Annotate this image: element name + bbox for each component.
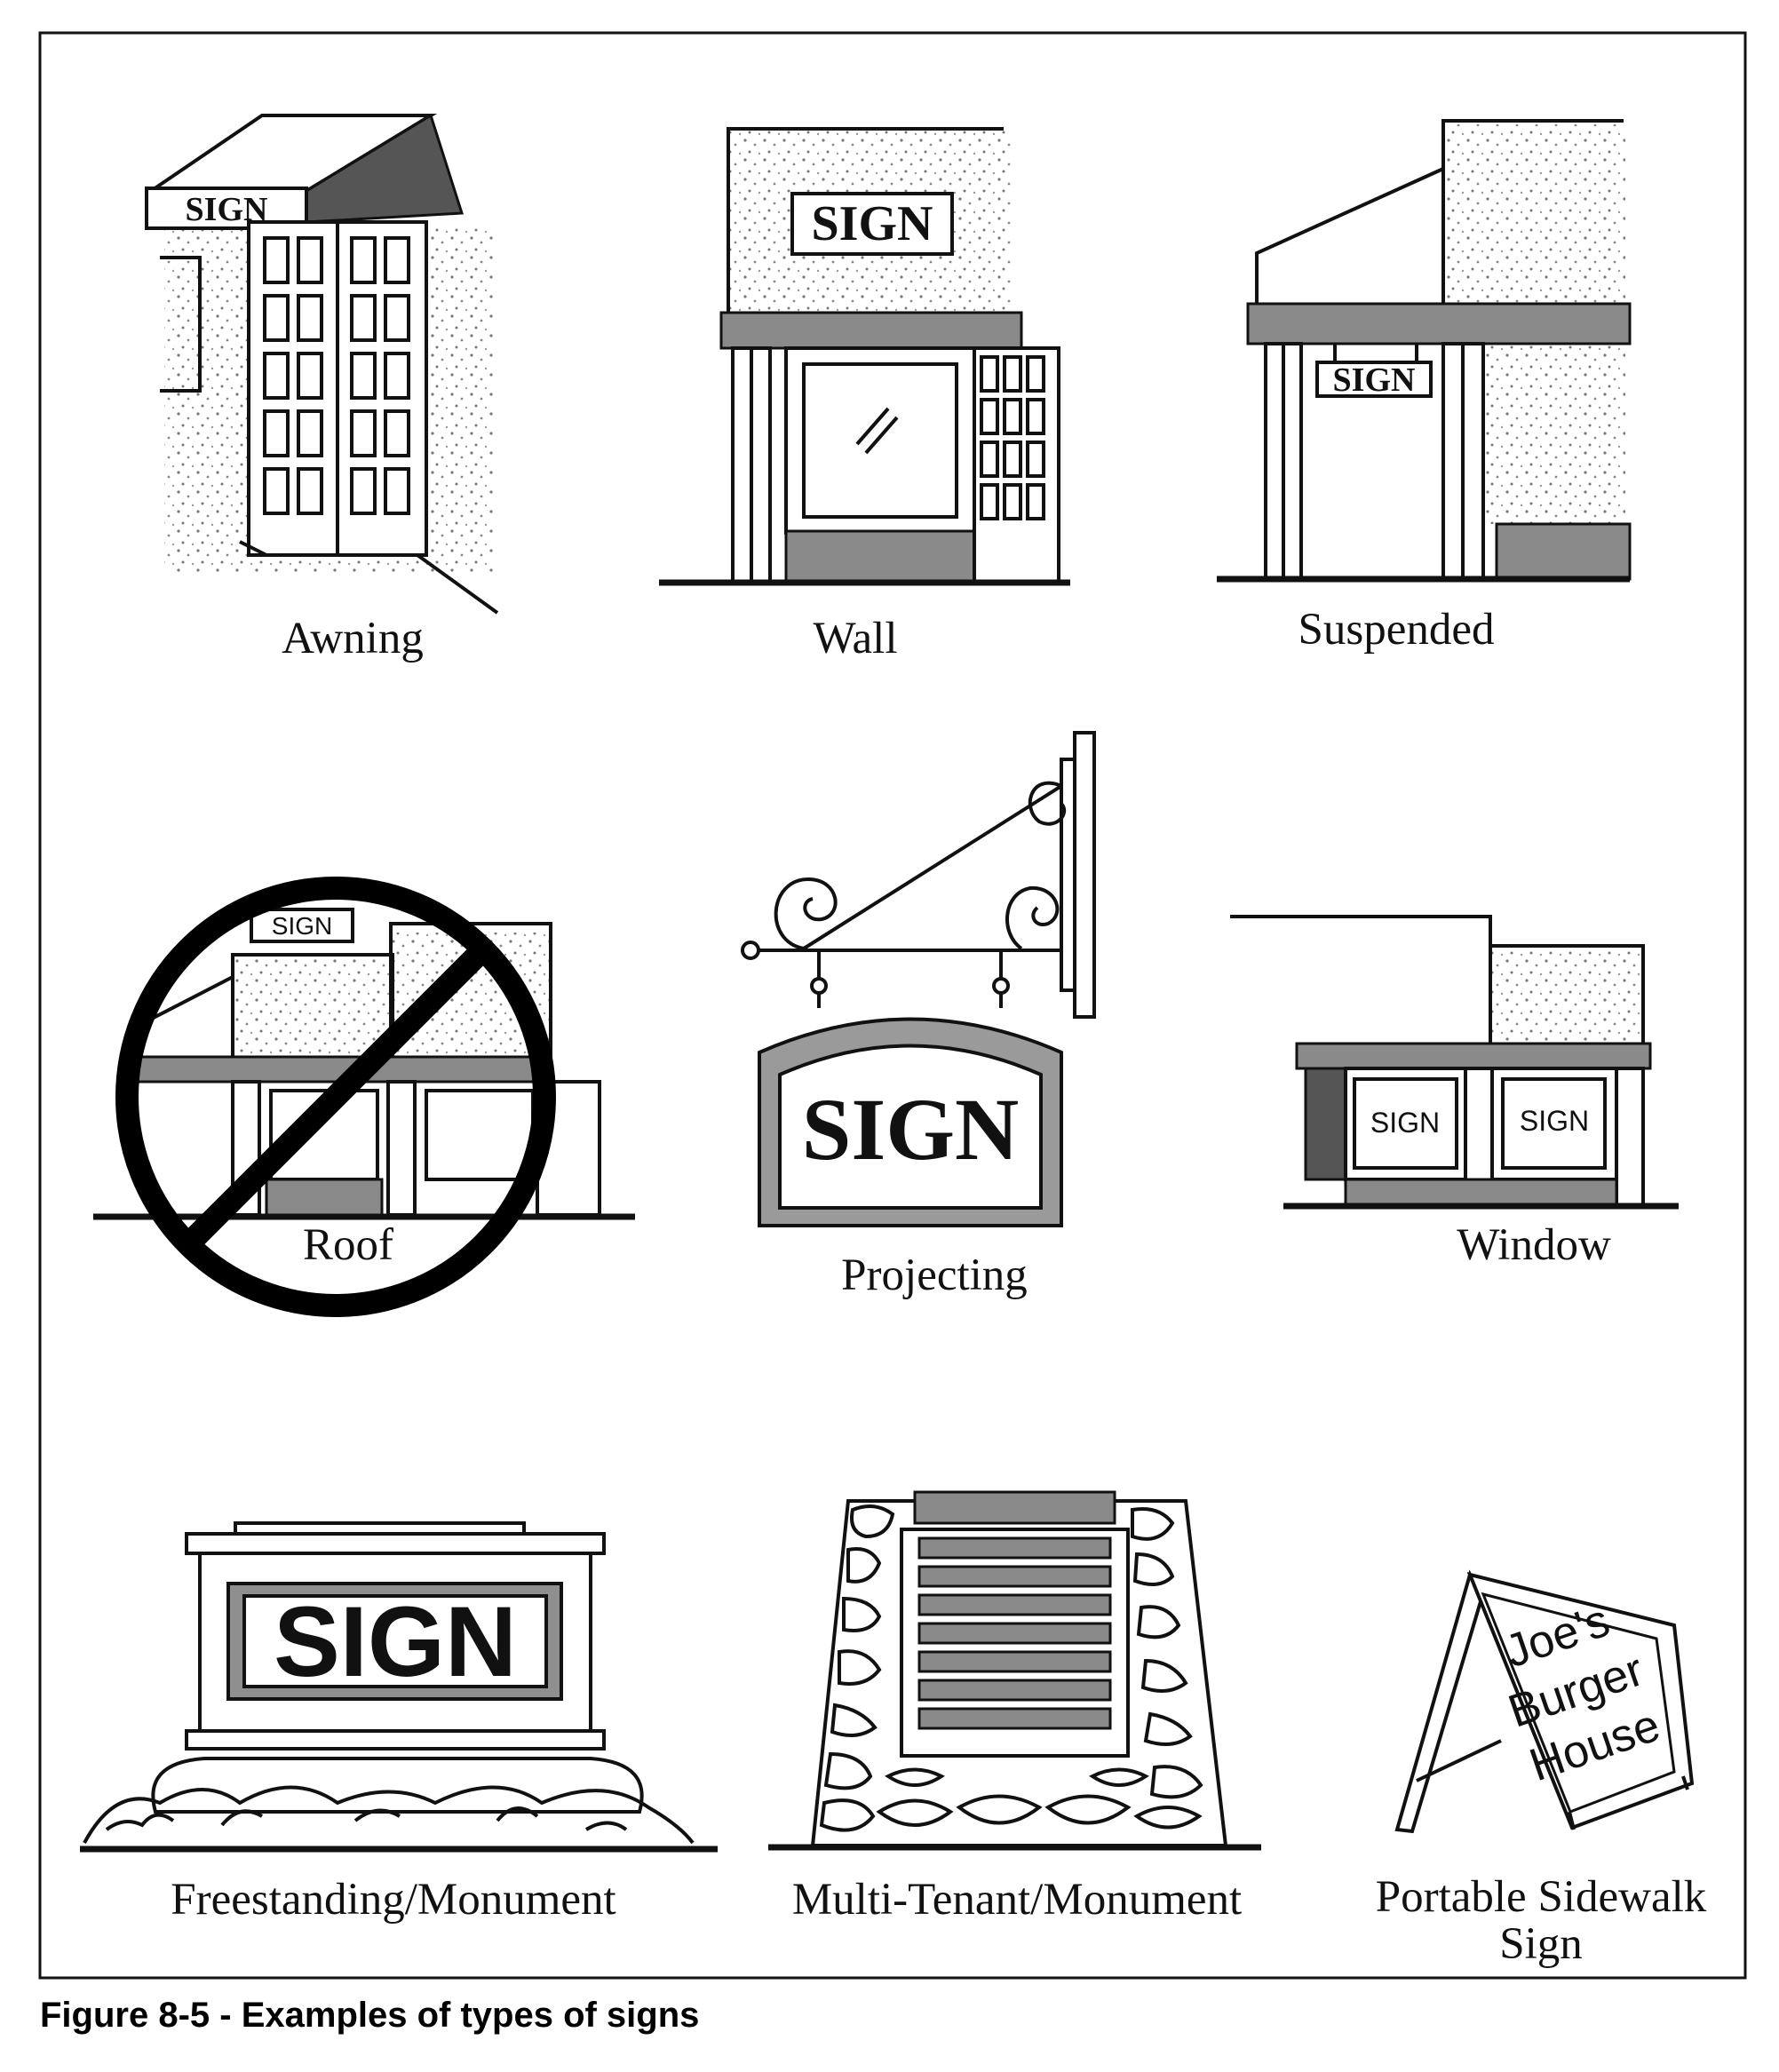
roof-sign-text: SIGN bbox=[272, 912, 332, 940]
projecting-sign-text: SIGN bbox=[802, 1080, 1020, 1179]
window-sign-2-text: SIGN bbox=[1520, 1105, 1589, 1137]
suspended-illustration: SIGN bbox=[1217, 121, 1630, 579]
portable-label-line-2: Sign bbox=[1499, 1919, 1583, 1969]
awning-illustration: SIGN bbox=[147, 115, 497, 613]
roof-label: Roof bbox=[303, 1220, 393, 1270]
freestanding-label: Freestanding/Monument bbox=[171, 1875, 616, 1925]
portable-label-line-1: Portable Sidewalk bbox=[1376, 1872, 1707, 1922]
suspended-label: Suspended bbox=[1299, 605, 1495, 655]
window-illustration: SIGN SIGN bbox=[1230, 917, 1679, 1206]
freestanding-sign-text: SIGN bbox=[274, 1586, 517, 1697]
multitenant-label: Multi-Tenant/Monument bbox=[792, 1875, 1242, 1925]
wall-label: Wall bbox=[813, 614, 897, 663]
multitenant-illustration bbox=[768, 1492, 1261, 1847]
projecting-label: Projecting bbox=[841, 1250, 1028, 1300]
portable-illustration: Joe's Burger House bbox=[1397, 1575, 1692, 1831]
suspended-sign-text: SIGN bbox=[1333, 361, 1416, 399]
wall-sign-text: SIGN bbox=[812, 196, 933, 251]
window-label: Window bbox=[1457, 1220, 1611, 1270]
figure-caption: Figure 8-5 - Examples of types of signs bbox=[40, 1996, 699, 2035]
awning-label: Awning bbox=[282, 614, 424, 663]
wall-illustration: SIGN bbox=[659, 129, 1070, 583]
window-sign-1-text: SIGN bbox=[1370, 1107, 1440, 1139]
projecting-illustration: SIGN bbox=[743, 733, 1094, 1226]
freestanding-illustration: SIGN bbox=[80, 1523, 718, 1849]
